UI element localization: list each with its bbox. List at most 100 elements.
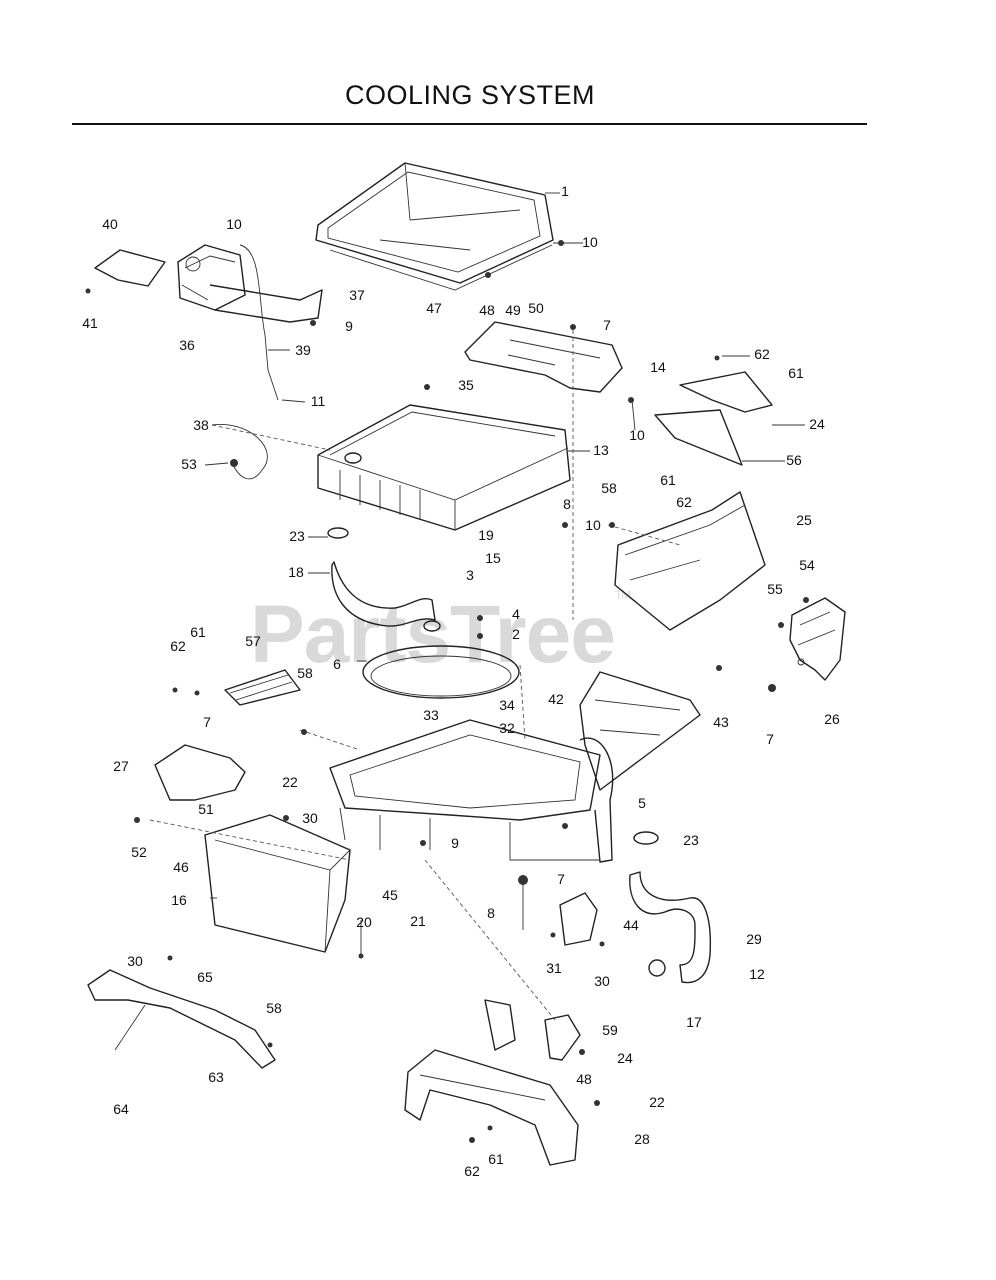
callout-62: 62 — [676, 494, 692, 510]
callout-62: 62 — [754, 346, 770, 362]
part-fan-guard — [579, 671, 701, 791]
callout-47: 47 — [426, 300, 442, 316]
callout-13: 13 — [593, 442, 609, 458]
part-lower-shield — [404, 892, 598, 1166]
callout-10: 10 — [226, 216, 242, 232]
callout-19: 19 — [478, 527, 494, 543]
callout-41: 41 — [82, 315, 98, 331]
callout-38: 38 — [193, 417, 209, 433]
part-top-screen — [315, 162, 583, 291]
part-lower-rail — [87, 969, 276, 1069]
callout-61: 61 — [788, 365, 804, 381]
callout-51: 51 — [198, 801, 214, 817]
callout-40: 40 — [102, 216, 118, 232]
callout-50: 50 — [528, 300, 544, 316]
callout-58: 58 — [297, 665, 313, 681]
callout-24: 24 — [809, 416, 825, 432]
callout-54: 54 — [799, 557, 815, 573]
callout-27: 27 — [113, 758, 129, 774]
callout-55: 55 — [767, 581, 783, 597]
callout-29: 29 — [746, 931, 762, 947]
callout-23: 23 — [683, 832, 699, 848]
callout-24: 24 — [617, 1050, 633, 1066]
callout-43: 43 — [713, 714, 729, 730]
callout-9: 9 — [451, 835, 459, 851]
callout-7: 7 — [203, 714, 211, 730]
callout-22: 22 — [649, 1094, 665, 1110]
callout-30: 30 — [302, 810, 318, 826]
callout-65: 65 — [197, 969, 213, 985]
part-side-bracket — [789, 597, 846, 681]
part-overflow-tank-bracket — [94, 244, 323, 403]
callout-15: 15 — [485, 550, 501, 566]
callout-5: 5 — [638, 795, 646, 811]
part-side-shroud — [607, 491, 766, 631]
callout-2: 2 — [512, 626, 520, 642]
part-upper-hose — [308, 527, 441, 632]
hardware-fasteners — [85, 240, 809, 1143]
callout-36: 36 — [179, 337, 195, 353]
callout-25: 25 — [796, 512, 812, 528]
callout-61: 61 — [660, 472, 676, 488]
callout-48: 48 — [576, 1071, 592, 1087]
callout-28: 28 — [634, 1131, 650, 1147]
page-title: COOLING SYSTEM — [344, 80, 596, 110]
callout-62: 62 — [464, 1163, 480, 1179]
callout-9: 9 — [345, 318, 353, 334]
callout-42: 42 — [548, 691, 564, 707]
callout-7: 7 — [766, 731, 774, 747]
part-radiator — [204, 404, 590, 531]
callout-61: 61 — [190, 624, 206, 640]
part-lower-left-assembly — [149, 669, 351, 953]
callout-30: 30 — [127, 953, 143, 969]
callout-17: 17 — [686, 1014, 702, 1030]
callout-26: 26 — [824, 711, 840, 727]
callout-20: 20 — [356, 914, 372, 930]
callout-58: 58 — [601, 480, 617, 496]
callout-53: 53 — [181, 456, 197, 472]
callout-10: 10 — [582, 234, 598, 250]
part-fan-ring — [357, 645, 520, 699]
callout-14: 14 — [650, 359, 666, 375]
callout-30: 30 — [594, 973, 610, 989]
callout-59: 59 — [602, 1022, 618, 1038]
callout-1: 1 — [561, 183, 569, 199]
callout-58: 58 — [266, 1000, 282, 1016]
part-lower-hose — [629, 831, 712, 984]
callout-10: 10 — [585, 517, 601, 533]
callout-34: 34 — [499, 697, 515, 713]
callout-8: 8 — [563, 496, 571, 512]
callout-33: 33 — [423, 707, 439, 723]
callout-7: 7 — [603, 317, 611, 333]
callout-31: 31 — [546, 960, 562, 976]
callout-61: 61 — [488, 1151, 504, 1167]
callout-6: 6 — [333, 656, 341, 672]
part-upper-shields — [654, 355, 805, 466]
callout-3: 3 — [466, 567, 474, 583]
callout-10: 10 — [629, 427, 645, 443]
callout-18: 18 — [288, 564, 304, 580]
callout-64: 64 — [113, 1101, 129, 1117]
callout-23: 23 — [289, 528, 305, 544]
callout-21: 21 — [410, 913, 426, 929]
callout-56: 56 — [786, 452, 802, 468]
title-divider — [72, 123, 867, 125]
callout-32: 32 — [499, 720, 515, 736]
callout-7: 7 — [557, 871, 565, 887]
part-main-frame — [299, 664, 614, 1021]
callout-63: 63 — [208, 1069, 224, 1085]
callout-49: 49 — [505, 302, 521, 318]
callout-57: 57 — [245, 633, 261, 649]
callout-35: 35 — [458, 377, 474, 393]
callout-44: 44 — [623, 917, 639, 933]
callout-12: 12 — [749, 966, 765, 982]
callout-62: 62 — [170, 638, 186, 654]
callout-22: 22 — [282, 774, 298, 790]
callout-4: 4 — [512, 606, 520, 622]
watermark-trademark: TM — [614, 588, 631, 602]
callout-46: 46 — [173, 859, 189, 875]
callout-37: 37 — [349, 287, 365, 303]
callout-48: 48 — [479, 302, 495, 318]
